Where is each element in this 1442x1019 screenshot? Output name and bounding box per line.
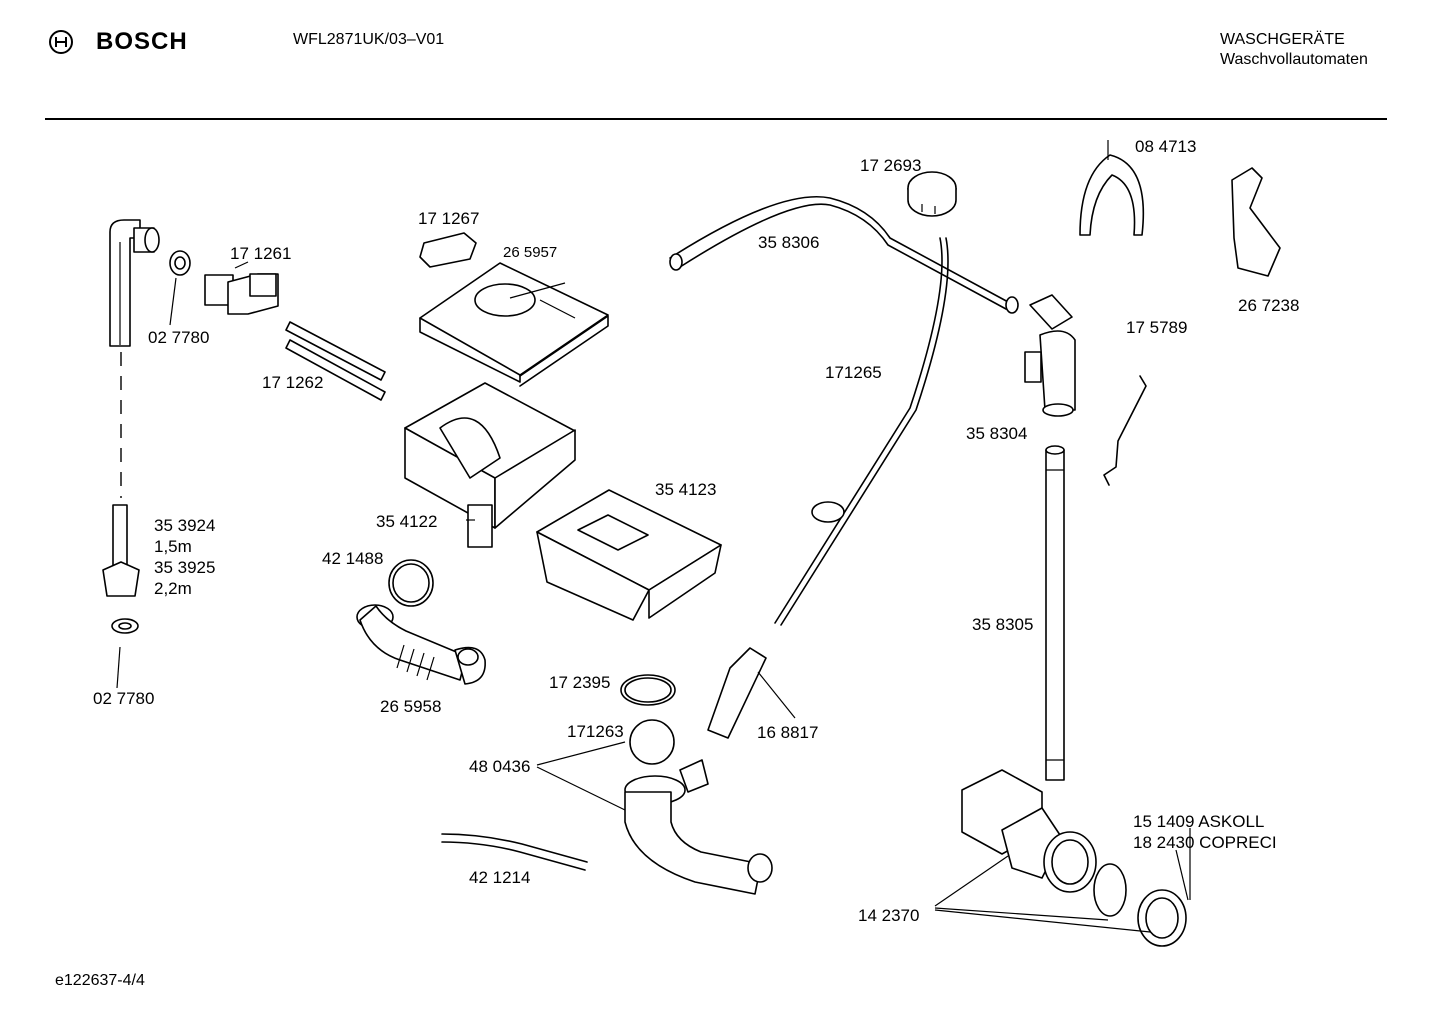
label-421214: 42 1214 xyxy=(469,868,531,887)
drawer-housing-part xyxy=(536,489,722,621)
label-265958: 26 5958 xyxy=(380,697,442,716)
brand: BOSCH xyxy=(48,28,188,56)
label-027780-top: 02 7780 xyxy=(148,328,210,347)
label-172693: 17 2693 xyxy=(860,156,922,175)
leader-027780-bottom xyxy=(116,646,121,689)
leader-142370-a xyxy=(934,855,1009,907)
label-358305: 35 8305 xyxy=(972,615,1034,634)
label-353924: 35 3924 xyxy=(154,516,216,535)
label-length-2-2m: 2,2m xyxy=(154,579,192,598)
leader-filter xyxy=(1175,849,1189,901)
leader-027780-top xyxy=(169,277,177,326)
pressure-switch-part xyxy=(907,171,957,217)
leader-142370-b xyxy=(934,907,1109,921)
leader-168817 xyxy=(757,671,796,719)
category-subtitle: Waschvollautomaten xyxy=(1220,51,1368,68)
vertical-hose-part xyxy=(1045,445,1065,781)
seal-ring-bottom-hole xyxy=(118,622,132,630)
label-354123: 35 4123 xyxy=(655,480,717,499)
pump-filter-inner xyxy=(1145,897,1179,939)
inlet-valve-part xyxy=(204,261,279,315)
hose-end-part xyxy=(102,504,140,597)
sensor-part xyxy=(707,647,767,739)
tube-grommet-part xyxy=(811,501,845,523)
dispenser-cover-part xyxy=(419,262,609,387)
inlet-hose-part xyxy=(109,219,160,347)
o-ring-inner xyxy=(624,677,672,703)
seal-ring-top-hole xyxy=(174,256,186,270)
label-084713: 08 4713 xyxy=(1135,137,1197,156)
hose-end-right xyxy=(1005,296,1019,314)
label-151409-askoll: 15 1409 ASKOLL xyxy=(1133,812,1265,831)
o-ring-part xyxy=(620,674,676,706)
wire-part xyxy=(1103,375,1147,486)
ball-part xyxy=(629,719,675,765)
leader-480436-ball xyxy=(536,741,626,766)
leader-480436-hose xyxy=(536,766,626,811)
bracket-part xyxy=(1231,167,1281,277)
tube-clip-part xyxy=(1079,154,1145,236)
detergent-drawer-part xyxy=(404,382,576,548)
label-171265: 171265 xyxy=(825,363,882,382)
short-hoses-part xyxy=(285,321,386,401)
label-265957: 26 5957 xyxy=(503,244,558,261)
drain-pump-part xyxy=(961,769,1097,893)
hose-end-left xyxy=(669,253,683,271)
diagram-id: e122637-4/4 xyxy=(55,972,145,989)
label-354122: 35 4122 xyxy=(376,512,438,531)
label-480436: 48 0436 xyxy=(469,757,531,776)
label-358306: 35 8306 xyxy=(758,233,820,252)
label-171263: 171263 xyxy=(567,722,624,741)
label-length-1-5m: 1,5m xyxy=(154,537,192,556)
ring-seal-inner xyxy=(392,563,430,603)
small-hose-part-outline xyxy=(441,841,586,871)
long-hose-part-outline xyxy=(679,203,1007,310)
clip-part xyxy=(419,232,477,268)
label-171261: 17 1261 xyxy=(230,244,292,263)
label-358304: 35 8304 xyxy=(966,424,1028,443)
ring-seal-part xyxy=(388,559,434,607)
label-353925: 35 3925 xyxy=(154,558,216,577)
label-171262: 17 1262 xyxy=(262,373,324,392)
label-142370: 14 2370 xyxy=(858,906,920,925)
sump-hose-part xyxy=(624,759,773,895)
bosch-armature-icon xyxy=(49,30,73,54)
label-182430-copreci: 18 2430 COPRECI xyxy=(1133,833,1277,852)
label-421488: 42 1488 xyxy=(322,549,384,568)
pressure-tube-part-outline xyxy=(780,237,949,626)
model-number: WFL2871UK/03–V01 xyxy=(293,31,445,48)
label-027780-bottom: 02 7780 xyxy=(93,689,155,708)
label-267238: 26 7238 xyxy=(1238,296,1300,315)
label-172395: 17 2395 xyxy=(549,673,611,692)
small-hose-part xyxy=(441,833,588,863)
air-trap-part xyxy=(1024,294,1076,417)
pump-seal-part xyxy=(1093,863,1127,917)
bellows-hose-part xyxy=(356,604,486,685)
label-168817: 16 8817 xyxy=(757,723,819,742)
category-title: WASCHGERÄTE xyxy=(1220,31,1345,48)
brand-name: BOSCH xyxy=(96,28,188,55)
pressure-tube-part xyxy=(774,237,943,624)
header-rule xyxy=(45,118,1387,120)
label-171267: 17 1267 xyxy=(418,209,480,228)
long-hose-part xyxy=(669,195,1011,304)
leader-142370-c xyxy=(934,909,1151,933)
label-175789: 17 5789 xyxy=(1126,318,1188,337)
